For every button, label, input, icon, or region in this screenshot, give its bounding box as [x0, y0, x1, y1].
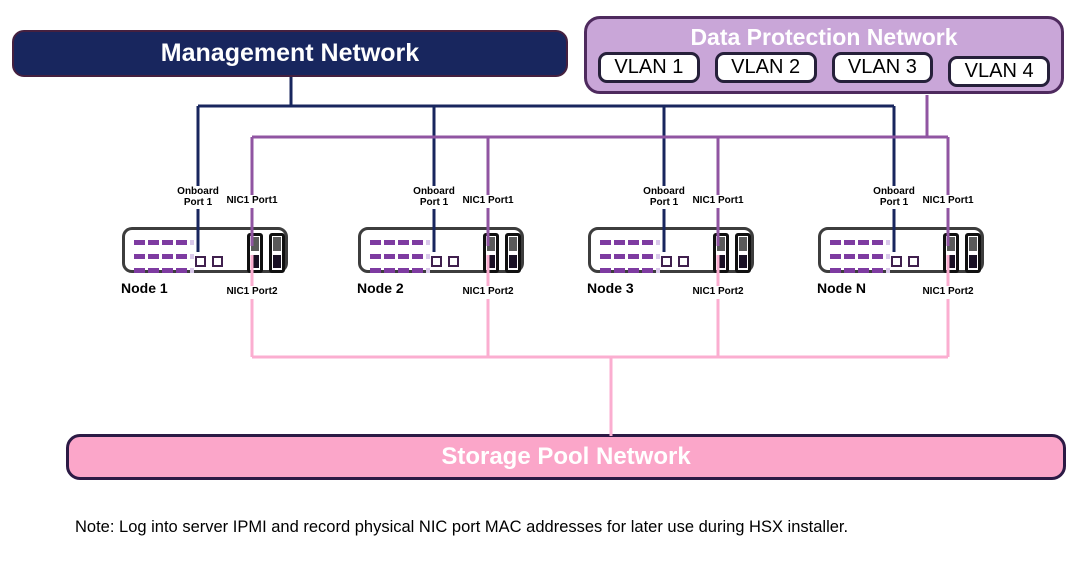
nic-port2-slot [509, 255, 517, 268]
nic2-module [505, 233, 521, 273]
data-protection-network-label: Data Protection Network [690, 24, 958, 50]
nic-port2-slot [947, 255, 955, 268]
onboard-port-2-jack [678, 256, 689, 267]
vlan-row: VLAN 1 VLAN 2 VLAN 3 VLAN 4 [587, 52, 1061, 87]
drive-bays-icon [370, 268, 430, 273]
server-chassis [818, 227, 984, 273]
drive-bays-icon [600, 240, 660, 245]
drive-bays-icon [134, 254, 194, 259]
node-name-label: Node 3 [587, 280, 634, 296]
vlan-3-box: VLAN 3 [831, 52, 934, 83]
nic-port2-slot [273, 255, 281, 268]
nic-port1-slot [947, 237, 955, 251]
nic1-port2-label: NIC1 Port2 [690, 286, 746, 299]
server-chassis [588, 227, 754, 273]
nic1-port2-label: NIC1 Port2 [224, 286, 280, 299]
node-name-label: Node 2 [357, 280, 404, 296]
onboard-port-2-jack [212, 256, 223, 267]
nic-port1-slot [739, 237, 747, 251]
server-node-3: Onboard Port 1 NIC1 Port1 NIC1 Port2 Nod… [587, 186, 754, 307]
nic1-port1-label: NIC1 Port1 [460, 195, 516, 208]
onboard-port-1-jack [661, 256, 672, 267]
server-node-1: Onboard Port 1 NIC1 Port1 NIC1 Port2 Nod… [121, 186, 288, 307]
storage-pool-network-label: Storage Pool Network [441, 443, 691, 470]
management-network-label: Management Network [160, 39, 420, 67]
server-chassis [358, 227, 524, 273]
nic-port1-slot [717, 237, 725, 251]
drive-bays-icon [134, 240, 194, 245]
onboard-port-2-jack [448, 256, 459, 267]
onboard-port-1-jack [891, 256, 902, 267]
nic1-module [713, 233, 729, 273]
onboard-port-label: Onboard Port 1 [641, 186, 687, 209]
nic1-port1-label: NIC1 Port1 [690, 195, 746, 208]
drive-bays-icon [830, 240, 890, 245]
nic1-module [483, 233, 499, 273]
management-network-banner: Management Network [12, 30, 568, 77]
nic1-port1-label: NIC1 Port1 [224, 195, 280, 208]
server-node-2: Onboard Port 1 NIC1 Port1 NIC1 Port2 Nod… [357, 186, 524, 307]
nic1-port2-label: NIC1 Port2 [920, 286, 976, 299]
node-name-label: Node N [817, 280, 866, 296]
server-node-n: Onboard Port 1 NIC1 Port1 NIC1 Port2 Nod… [817, 186, 984, 307]
nic1-port1-label: NIC1 Port1 [920, 195, 976, 208]
nic1-module [247, 233, 263, 273]
nic-port2-slot [969, 255, 977, 268]
nic-port1-slot [969, 237, 977, 251]
drive-bays-icon [600, 254, 660, 259]
footer-note: Note: Log into server IPMI and record ph… [75, 518, 849, 536]
management-network-wires [196, 77, 896, 252]
nic2-module [735, 233, 751, 273]
nic-port2-slot [487, 255, 495, 268]
drive-bays-icon [370, 240, 430, 245]
onboard-port-2-jack [908, 256, 919, 267]
onboard-port-1-jack [431, 256, 442, 267]
nic1-port2-label: NIC1 Port2 [460, 286, 516, 299]
onboard-port-label: Onboard Port 1 [175, 186, 221, 209]
vlan-1-box: VLAN 1 [598, 52, 700, 83]
onboard-port-label: Onboard Port 1 [871, 186, 917, 209]
drive-bays-icon [830, 254, 890, 259]
vlan-4-box: VLAN 4 [948, 56, 1050, 87]
nic-port1-slot [509, 237, 517, 251]
vlan-2-box: VLAN 2 [714, 52, 817, 83]
nic-port2-slot [739, 255, 747, 268]
storage-pool-network-banner: Storage Pool Network [66, 434, 1066, 480]
onboard-port-label: Onboard Port 1 [411, 186, 457, 209]
onboard-port-1-jack [195, 256, 206, 267]
data-protection-network-wires [250, 95, 950, 246]
nic2-module [269, 233, 285, 273]
nic2-module [965, 233, 981, 273]
drive-bays-icon [370, 254, 430, 259]
data-protection-network-banner: Data Protection Network VLAN 1 VLAN 2 VL… [584, 16, 1064, 94]
nic-port1-slot [251, 237, 259, 251]
drive-bays-icon [830, 268, 890, 273]
drive-bays-icon [600, 268, 660, 273]
nic-port1-slot [487, 237, 495, 251]
nic-port2-slot [251, 255, 259, 268]
node-name-label: Node 1 [121, 280, 168, 296]
drive-bays-icon [134, 268, 194, 273]
nic1-module [943, 233, 959, 273]
server-chassis [122, 227, 288, 273]
nic-port1-slot [273, 237, 281, 251]
nic-port2-slot [717, 255, 725, 268]
